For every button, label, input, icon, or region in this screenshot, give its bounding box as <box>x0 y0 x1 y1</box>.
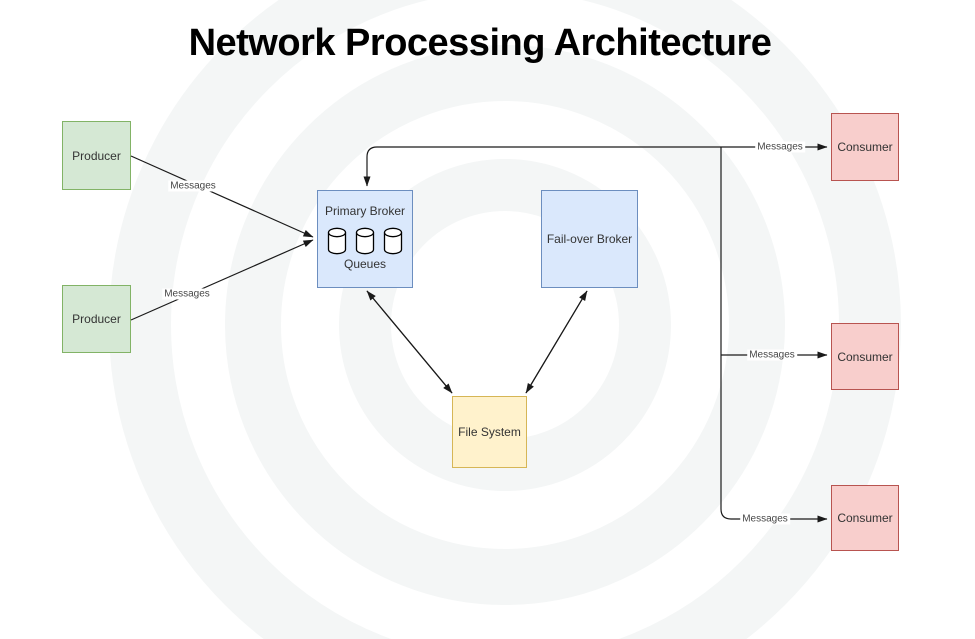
node-consumer-2: Consumer <box>831 323 899 390</box>
node-primary-broker-sublabel: Queues <box>343 257 387 271</box>
node-producer-2: Producer <box>62 285 131 353</box>
node-producer-2-label: Producer <box>72 312 121 326</box>
edge-label-messages-producer2: Messages <box>162 288 212 300</box>
edge-label-messages-consumer3: Messages <box>740 513 790 525</box>
node-file-system: File System <box>452 396 527 468</box>
node-consumer-1: Consumer <box>831 113 899 181</box>
edge-label-messages-consumer1: Messages <box>755 141 805 153</box>
database-cylinder-icon <box>327 227 347 255</box>
node-producer-1: Producer <box>62 121 131 190</box>
queue-icons-row <box>327 227 403 255</box>
database-cylinder-icon <box>383 227 403 255</box>
node-failover-broker: Fail-over Broker <box>541 190 638 288</box>
node-failover-broker-label: Fail-over Broker <box>546 232 633 246</box>
node-producer-1-label: Producer <box>72 148 121 163</box>
node-primary-broker: Primary Broker Queues <box>317 190 413 288</box>
node-consumer-3-label: Consumer <box>837 511 893 525</box>
node-primary-broker-label: Primary Broker <box>324 204 405 218</box>
node-consumer-2-label: Consumer <box>837 349 893 364</box>
edge-label-messages-producer1: Messages <box>168 180 218 192</box>
database-cylinder-icon <box>355 227 375 255</box>
edge-label-messages-consumer2: Messages <box>747 349 797 361</box>
node-consumer-3: Consumer <box>831 485 899 551</box>
node-consumer-1-label: Consumer <box>837 140 893 154</box>
node-file-system-label: File System <box>458 425 521 439</box>
diagram-title: Network Processing Architecture <box>188 22 772 64</box>
